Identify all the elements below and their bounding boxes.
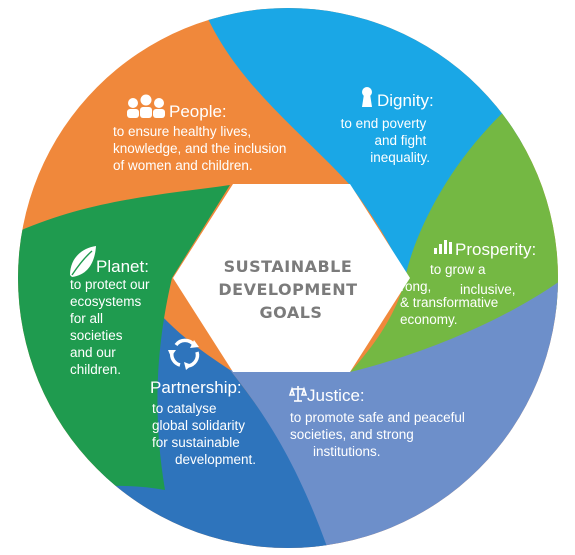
scales-icon — [288, 386, 308, 402]
segment-prosperity — [350, 60, 558, 372]
keyhole-icon — [362, 87, 372, 107]
dignity-line-2: and fight — [374, 133, 426, 148]
planet-line-4: societies — [70, 328, 123, 343]
people-line-3: of women and children. — [113, 158, 253, 173]
people-icon — [127, 94, 165, 118]
planet-line-2: ecosystems — [70, 294, 142, 309]
planet-line-6: children. — [70, 362, 121, 377]
justice-line-1: to promote safe and peaceful — [290, 410, 465, 425]
prosperity-line-1: to grow a — [430, 262, 486, 277]
people-line-1: to ensure healthy lives, — [113, 124, 251, 139]
svg-text:to grow a strong, incl: to grow a strong, inclusive, & transform… — [390, 262, 519, 327]
justice-line-3: institutions. — [313, 444, 381, 459]
center-line-3: GOALS — [260, 303, 323, 322]
dignity-title: Dignity: — [377, 91, 434, 110]
planet-line-1: to protect our — [70, 277, 150, 292]
svg-text:to end poverty and fight: to end poverty and fight inequality. — [341, 116, 430, 165]
svg-text:SUSTAINABLE DEVELOPMENT: SUSTAINABLE DEVELOPMENT GOALS — [218, 257, 363, 322]
center-hexagon — [173, 184, 410, 372]
planet-line-5: and our — [70, 345, 116, 360]
svg-text:to ensure healthy lives, k: to ensure healthy lives, knowledge, and … — [113, 124, 290, 173]
partnership-line-4: development. — [175, 452, 256, 467]
prosperity-line-5: economy. — [400, 312, 458, 327]
partnership-line-1: to catalyse — [152, 401, 217, 416]
svg-text:to promote safe and peaceful: to promote safe and peaceful societies, … — [290, 410, 469, 459]
planet-line-3: for all — [70, 311, 103, 326]
prosperity-line-2: strong, — [390, 279, 431, 294]
justice-title: Justice: — [307, 386, 365, 405]
partnership-line-2: global solidarity — [152, 418, 245, 433]
people-title: People: — [169, 102, 227, 121]
dignity-line-1: to end poverty — [341, 116, 427, 131]
center-line-1: SUSTAINABLE — [224, 257, 353, 276]
center-line-2: DEVELOPMENT — [218, 280, 357, 299]
people-line-2: knowledge, and the inclusion — [113, 141, 286, 156]
svg-text:to catalyse global solidar: to catalyse global solidarity for sustai… — [152, 401, 256, 467]
dignity-line-3: inequality. — [370, 150, 430, 165]
prosperity-line-4: & transformative — [400, 295, 498, 310]
partnership-title: Partnership: — [150, 378, 242, 397]
partnership-line-3: for sustainable — [152, 435, 240, 450]
prosperity-title: Prosperity: — [455, 240, 536, 259]
svg-text:to protect our ecosystems: to protect our ecosystems for all societ… — [70, 277, 153, 377]
justice-line-2: societies, and strong — [290, 427, 414, 442]
prosperity-line-3: inclusive, — [460, 282, 516, 297]
bar-chart-icon — [434, 240, 452, 254]
planet-title: Planet: — [96, 257, 149, 276]
